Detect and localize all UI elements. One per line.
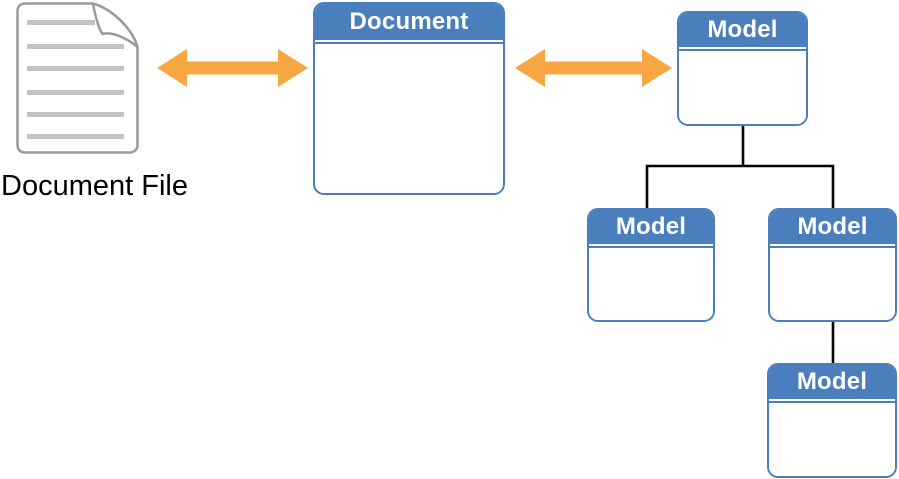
double-headed-arrow-icon bbox=[515, 49, 672, 87]
model-grandchild-header: Model bbox=[769, 365, 895, 401]
model-root-body bbox=[679, 49, 806, 124]
page-fold bbox=[91, 3, 139, 48]
page-text-lines bbox=[27, 20, 124, 139]
page-outline bbox=[16, 2, 139, 154]
model-grandchild-body bbox=[769, 401, 895, 476]
model-left-child-node: Model bbox=[587, 208, 715, 322]
model-right-child-header: Model bbox=[770, 210, 895, 246]
model-root-header: Model bbox=[679, 13, 806, 49]
model-grandchild-node: Model bbox=[767, 363, 897, 478]
document-node-header: Document bbox=[315, 4, 503, 42]
model-right-child-body bbox=[770, 246, 895, 320]
document-node: Document bbox=[313, 2, 505, 195]
double-headed-arrow-icon bbox=[157, 49, 308, 87]
model-root-title: Model bbox=[707, 16, 778, 43]
model-left-child-title: Model bbox=[615, 213, 687, 240]
document-node-body bbox=[315, 42, 503, 193]
model-left-child-body bbox=[589, 246, 713, 320]
model-right-child-node: Model bbox=[768, 208, 897, 322]
model-root-node: Model bbox=[677, 11, 808, 126]
model-grandchild-title: Model bbox=[796, 368, 868, 395]
document-file-label: Document File bbox=[1, 170, 188, 202]
document-node-title: Document bbox=[349, 8, 469, 35]
document-file-icon bbox=[16, 2, 139, 154]
model-right-child-title: Model bbox=[797, 213, 868, 240]
model-left-child-header: Model bbox=[589, 210, 713, 246]
